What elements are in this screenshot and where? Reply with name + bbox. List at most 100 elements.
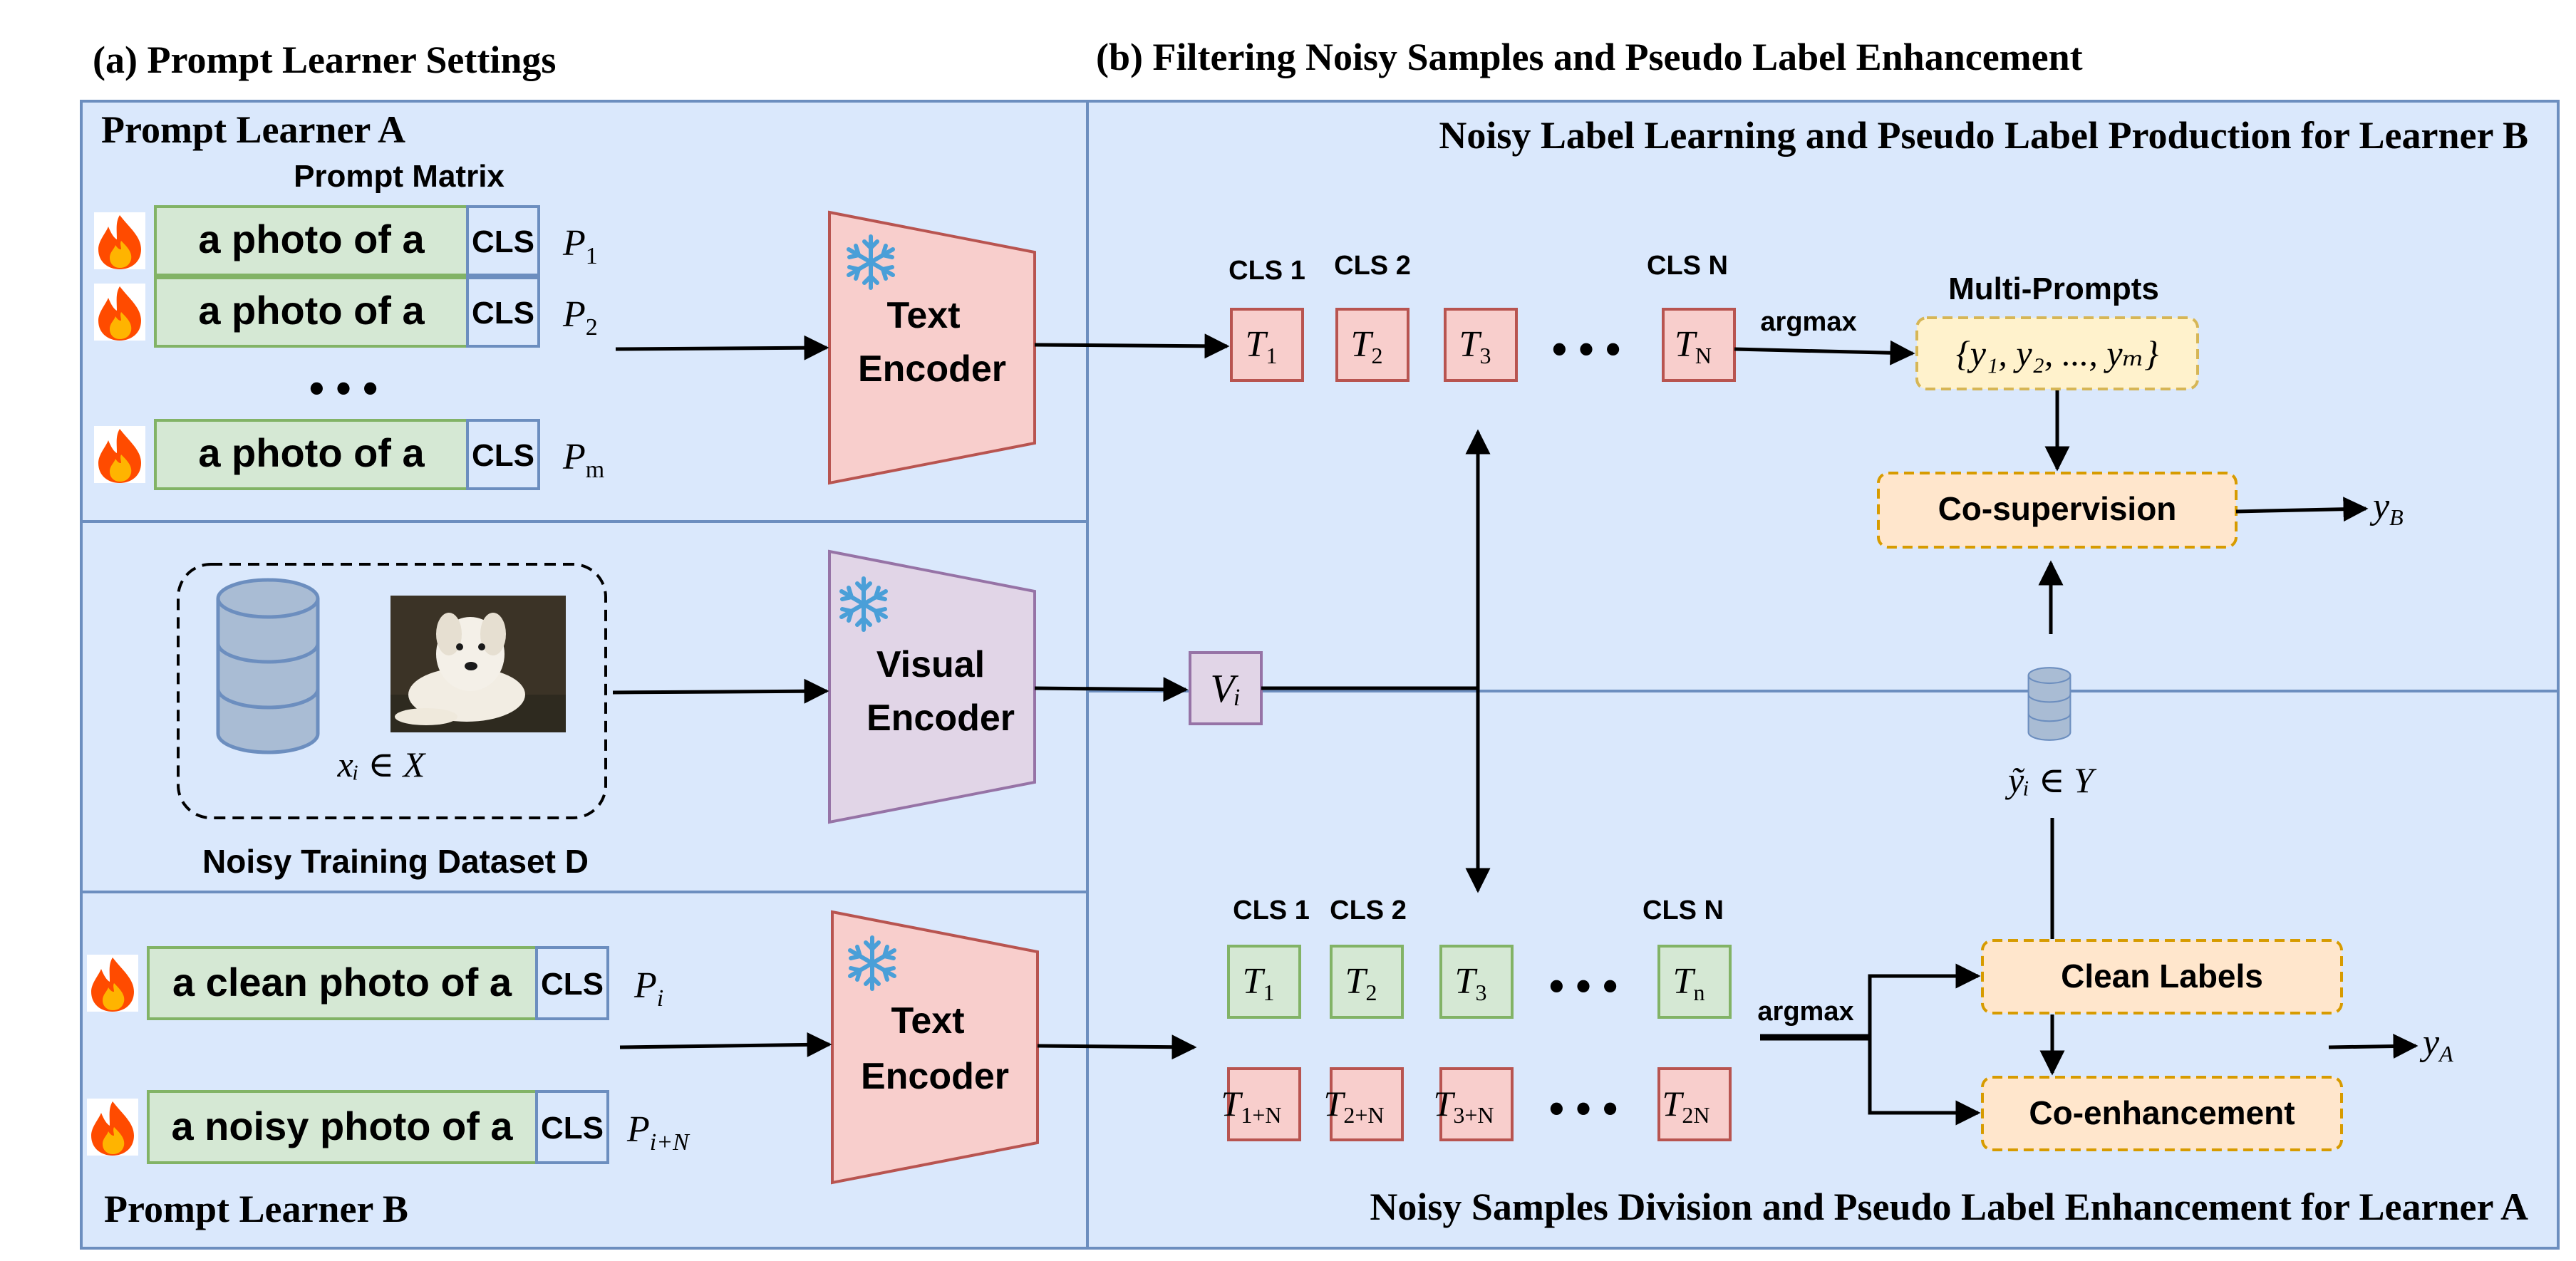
text-encoder-b-label-1: Text bbox=[891, 1000, 964, 1042]
cls-header-n: CLS N bbox=[1647, 251, 1728, 281]
bottom-noisy-ellipsis: • • • bbox=[1549, 1084, 1618, 1132]
text-feature-t1: T1 bbox=[1230, 308, 1304, 382]
dataset-caption: Noisy Training Dataset D bbox=[202, 843, 589, 880]
learner-b-prompt-row[interactable]: a noisy photo of a CLS Pi+N bbox=[87, 1090, 690, 1164]
learner-a-prompt-row[interactable]: a photo of a CLS Pm bbox=[94, 419, 604, 490]
prompt-symbol: Pi+N bbox=[626, 1109, 690, 1156]
noisy-feature-t2n: T2+N bbox=[1324, 1067, 1404, 1141]
svg-text:T1: T1 bbox=[1246, 324, 1278, 368]
cosupervision-box[interactable]: Co-supervision bbox=[1877, 472, 2238, 549]
svg-text:T1: T1 bbox=[1243, 961, 1275, 1005]
visual-encoder-label-1: Visual bbox=[876, 644, 985, 685]
arrow-prompts-b-to-text-encoder-b bbox=[619, 1032, 832, 1057]
database-icon bbox=[218, 580, 318, 752]
svg-text:T3+N: T3+N bbox=[1434, 1084, 1494, 1128]
bottom-clean-ellipsis: • • • bbox=[1549, 962, 1618, 1010]
cls-token-box bbox=[535, 1090, 609, 1164]
fire-icon bbox=[94, 212, 145, 269]
cls-token-text: CLS bbox=[472, 296, 534, 331]
multi-prompts-title: Multi-Prompts bbox=[1948, 271, 2159, 306]
top-ellipsis: • • • bbox=[1552, 325, 1620, 373]
prompt-symbol: Pm bbox=[562, 437, 604, 483]
svg-text:T3: T3 bbox=[1459, 324, 1491, 368]
fire-icon bbox=[87, 955, 138, 1012]
bottom-section-title: Noisy Samples Division and Pseudo Label … bbox=[1370, 1185, 2528, 1228]
text-encoder-a-label-1: Text bbox=[886, 295, 960, 336]
prompt-matrix-label: Prompt Matrix bbox=[294, 159, 505, 194]
prompt-context-box bbox=[147, 946, 538, 1020]
output-ya: yA bbox=[2419, 1022, 2453, 1067]
prompt-context-box bbox=[154, 276, 469, 348]
bottom-cls-header-1: CLS 1 bbox=[1233, 896, 1310, 925]
visual-encoder-label-2: Encoder bbox=[867, 697, 1015, 739]
clean-feature-t1: T1 bbox=[1227, 945, 1301, 1019]
text-feature-tn: TN bbox=[1662, 308, 1736, 382]
text-encoder-b[interactable]: Text Encoder bbox=[831, 910, 1039, 1185]
prompt-context-text: a photo of a bbox=[198, 288, 425, 333]
cls-token-text: CLS bbox=[541, 967, 604, 1002]
top-section-title: Noisy Label Learning and Pseudo Label Pr… bbox=[1439, 114, 2528, 157]
clean-feature-tn: Tn bbox=[1657, 945, 1732, 1019]
coenhancement-box[interactable]: Co-enhancement bbox=[1981, 1076, 2343, 1151]
arrow-visual-encoder-to-vi bbox=[1034, 677, 1189, 702]
dataset-dashed-box bbox=[177, 563, 607, 819]
svg-text:T2: T2 bbox=[1345, 961, 1377, 1005]
text-encoder-b-shape bbox=[831, 910, 1039, 1185]
connectors bbox=[612, 333, 2419, 1126]
svg-text:T2+N: T2+N bbox=[1324, 1084, 1385, 1128]
cls-token-text: CLS bbox=[472, 438, 534, 473]
heading-part-a: (a) Prompt Learner Settings bbox=[93, 38, 556, 81]
bottom-argmax-label: argmax bbox=[1757, 997, 1853, 1027]
cls-token-box bbox=[466, 276, 540, 348]
learner-a-prompt-row[interactable]: a photo of a CLS P2 bbox=[94, 276, 598, 348]
visual-encoder-shape bbox=[828, 549, 1036, 824]
output-yb: yB bbox=[2369, 486, 2404, 530]
arrow-text-encoder-a-to-features bbox=[1034, 333, 1230, 359]
learner-a-ellipsis: • • • bbox=[309, 364, 378, 412]
arrow-features-to-multi-prompts bbox=[1734, 340, 1915, 365]
noisy-feature-t2nn: T2N bbox=[1657, 1067, 1732, 1141]
arrow-text-encoder-b-to-features bbox=[1037, 1034, 1197, 1060]
learner-b-title: Prompt Learner B bbox=[104, 1188, 408, 1230]
arrow-argmax-to-clean-labels bbox=[1868, 963, 1981, 1037]
text-encoder-b-label-2: Encoder bbox=[861, 1056, 1009, 1097]
learner-a-title: Prompt Learner A bbox=[101, 108, 405, 151]
learner-a-prompt-row[interactable]: a photo of a CLS P1 bbox=[94, 205, 598, 276]
fire-icon bbox=[94, 284, 145, 341]
prompt-context-box bbox=[147, 1090, 538, 1164]
text-feature-t3: T3 bbox=[1444, 308, 1518, 382]
cls-token-text: CLS bbox=[472, 224, 534, 259]
prompt-symbol: P1 bbox=[562, 223, 598, 269]
cls-header-1: CLS 1 bbox=[1228, 256, 1305, 286]
visual-encoder[interactable]: Visual Encoder bbox=[828, 549, 1036, 824]
clean-labels-box[interactable]: Clean Labels bbox=[1981, 939, 2343, 1014]
bottom-cls-header-2: CLS 2 bbox=[1330, 896, 1407, 925]
arrow-cosupervision-to-yb bbox=[2235, 497, 2369, 522]
multi-prompts-box[interactable]: {y₁, y₂, ..., yₘ} bbox=[1915, 316, 2199, 390]
prompt-context-text: a photo of a bbox=[198, 430, 425, 475]
sample-label: xᵢ ∈ X bbox=[337, 744, 427, 784]
cls-token-box bbox=[535, 946, 609, 1020]
svg-text:T3: T3 bbox=[1455, 961, 1487, 1005]
database-icon bbox=[2027, 667, 2071, 741]
clean-labels-label: Clean Labels bbox=[2061, 958, 2263, 995]
cosupervision-label: Co-supervision bbox=[1938, 490, 2177, 527]
text-feature-t2: T2 bbox=[1335, 308, 1409, 382]
clean-feature-t2: T2 bbox=[1330, 945, 1404, 1019]
prompt-context-text: a noisy photo of a bbox=[171, 1104, 513, 1148]
svg-text:Vᵢ: Vᵢ bbox=[1210, 667, 1241, 711]
dog-image bbox=[390, 596, 566, 732]
svg-text:T1+N: T1+N bbox=[1221, 1084, 1282, 1128]
multi-prompts-set: {y₁, y₂, ..., yₘ} bbox=[1956, 333, 2159, 373]
text-encoder-a[interactable]: Text Encoder bbox=[828, 210, 1036, 485]
cls-token-box bbox=[466, 205, 540, 276]
text-encoder-a-shape bbox=[828, 210, 1036, 485]
learner-b-prompt-row[interactable]: a clean photo of a CLS Pi bbox=[87, 946, 663, 1020]
cls-token-text: CLS bbox=[541, 1111, 604, 1146]
noisy-labels: ỹᵢ ∈ Y bbox=[2005, 760, 2097, 800]
visual-feature-vi: Vᵢ bbox=[1189, 651, 1263, 725]
prompt-context-text: a clean photo of a bbox=[172, 960, 512, 1005]
fire-icon bbox=[87, 1099, 138, 1156]
prompt-context-box bbox=[154, 205, 469, 276]
